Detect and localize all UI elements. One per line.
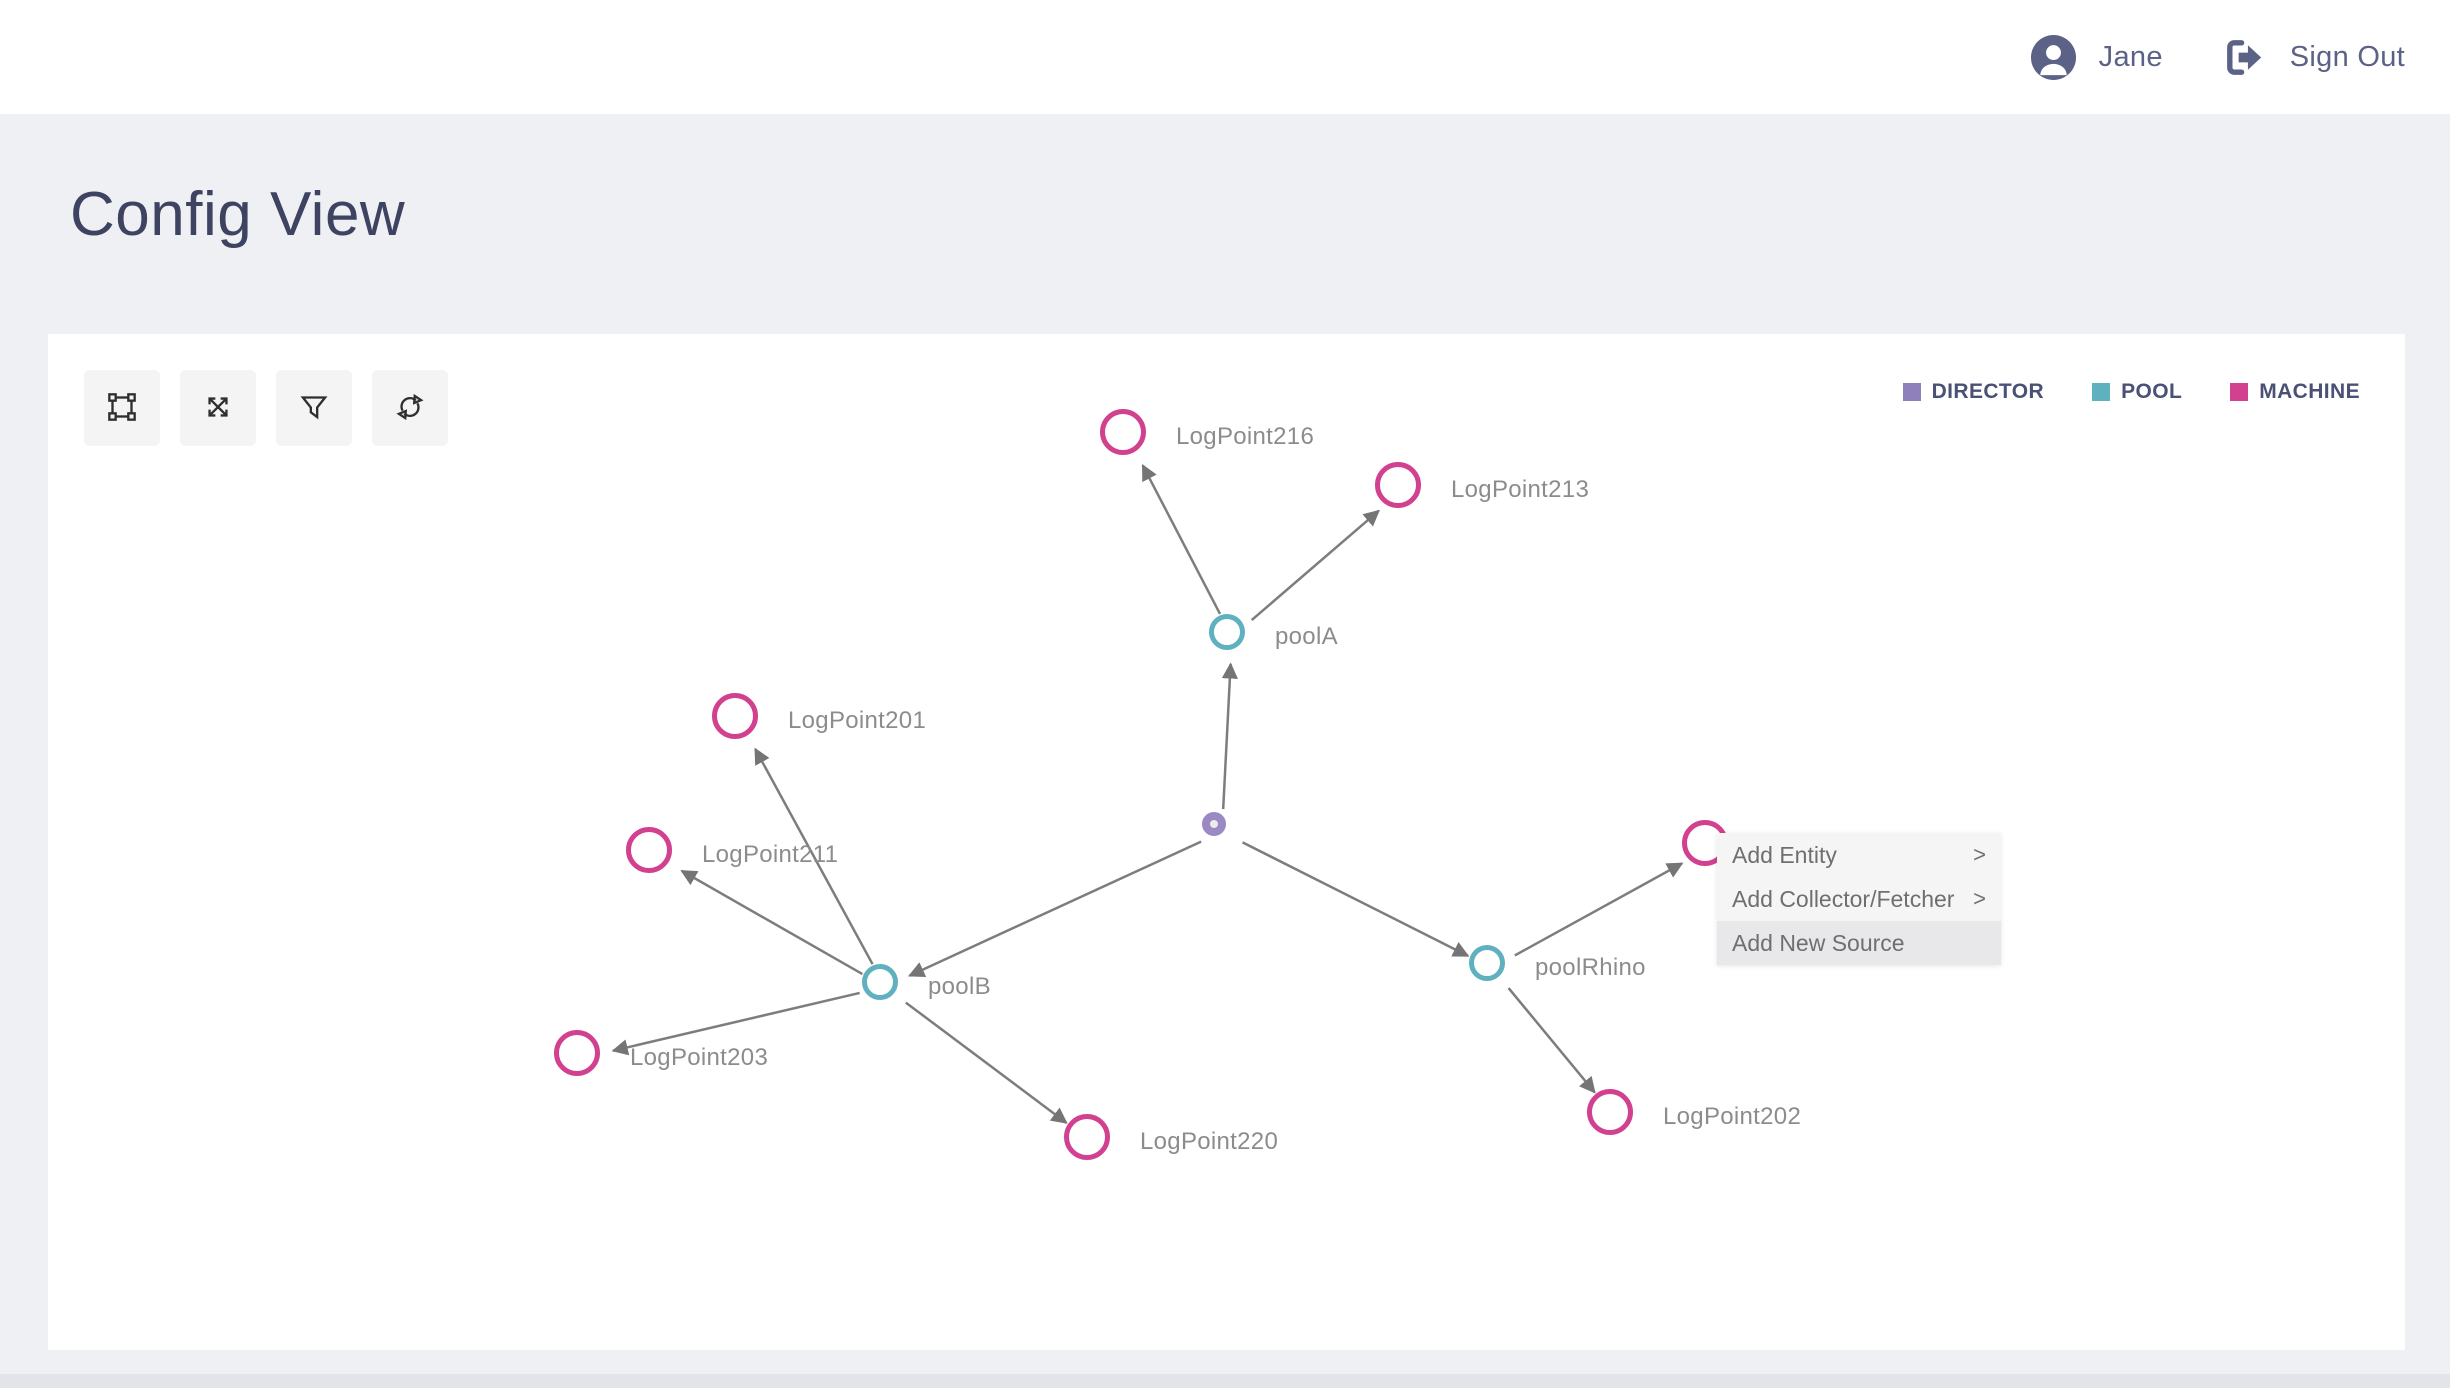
expand-arrows-button[interactable] bbox=[180, 370, 256, 446]
legend-label: DIRECTOR bbox=[1931, 380, 2045, 403]
sign-out-label: Sign Out bbox=[2289, 40, 2405, 73]
graph-node-LogPoint220[interactable] bbox=[1064, 1114, 1110, 1160]
selection-box-button[interactable] bbox=[84, 370, 160, 446]
submenu-arrow-icon: > bbox=[1973, 886, 1986, 911]
context-menu-item-label: Add New Source bbox=[1732, 929, 1905, 956]
graph-node-poolRhino[interactable] bbox=[1469, 945, 1505, 981]
app-header: Jane Sign Out bbox=[0, 0, 2450, 114]
legend-swatch bbox=[2230, 383, 2249, 401]
graph-edge-poolB-LogPoint201 bbox=[754, 747, 874, 965]
graph-edge-poolRhino-newMachine bbox=[1514, 862, 1684, 957]
graph-node-label-LogPoint211: LogPoint211 bbox=[702, 841, 839, 868]
graph-edge-director-poolRhino bbox=[1241, 841, 1470, 957]
filter-icon bbox=[295, 388, 333, 429]
graph-node-LogPoint216[interactable] bbox=[1100, 409, 1146, 455]
graph-edge-poolA-LogPoint216 bbox=[1141, 463, 1222, 615]
context-menu-item-add-collector-fetcher[interactable]: Add Collector/Fetcher > bbox=[1717, 877, 2001, 921]
graph-edges bbox=[611, 463, 1684, 1124]
legend-item-director: DIRECTOR bbox=[1902, 380, 2045, 404]
graph-edge-director-poolB bbox=[908, 840, 1202, 977]
graph-node-label-poolB: poolB bbox=[928, 973, 991, 1000]
expand-arrows-icon bbox=[199, 388, 237, 429]
graph-edge-poolB-LogPoint203 bbox=[611, 991, 860, 1056]
graph-edge-director-poolA bbox=[1221, 662, 1238, 810]
graph-node-LogPoint203[interactable] bbox=[554, 1030, 600, 1076]
graph-edge-poolB-LogPoint211 bbox=[680, 869, 864, 976]
graph-node-label-LogPoint213: LogPoint213 bbox=[1451, 476, 1590, 503]
graph-node-label-poolA: poolA bbox=[1275, 623, 1338, 650]
graph-legend: DIRECTOR POOL MACHINE bbox=[1902, 380, 2360, 404]
graph-node-LogPoint202[interactable] bbox=[1587, 1089, 1633, 1135]
submenu-arrow-icon: > bbox=[1973, 842, 1986, 867]
filter-button[interactable] bbox=[276, 370, 352, 446]
graph-edge-poolB-LogPoint220 bbox=[905, 1001, 1068, 1124]
graph-node-label-poolRhino: poolRhino bbox=[1535, 954, 1646, 981]
legend-swatch bbox=[1902, 383, 1921, 401]
context-menu: Add Entity > Add Collector/Fetcher > Add New… bbox=[1717, 833, 2001, 965]
graph-node-LogPoint211[interactable] bbox=[626, 827, 672, 873]
graph-node-label-LogPoint216: LogPoint216 bbox=[1176, 423, 1315, 450]
sign-out-icon bbox=[2221, 34, 2268, 81]
graph-node-label-LogPoint202: LogPoint202 bbox=[1663, 1103, 1802, 1130]
graph-node-label-LogPoint220: LogPoint220 bbox=[1140, 1128, 1279, 1155]
refresh-icon bbox=[391, 388, 429, 429]
context-menu-item-add-new-source[interactable]: Add New Source bbox=[1717, 921, 2001, 965]
graph-toolbar bbox=[84, 370, 448, 446]
user-name-label: Jane bbox=[2098, 40, 2163, 73]
graph-edge-poolRhino-LogPoint202 bbox=[1507, 987, 1596, 1094]
refresh-button[interactable] bbox=[372, 370, 448, 446]
graph-node-LogPoint201[interactable] bbox=[712, 693, 758, 739]
legend-item-machine: MACHINE bbox=[2230, 380, 2360, 404]
selection-box-icon bbox=[103, 388, 141, 429]
context-menu-item-label: Add Collector/Fetcher bbox=[1732, 885, 1955, 912]
legend-item-pool: POOL bbox=[2092, 380, 2182, 404]
context-menu-item-label: Add Entity bbox=[1732, 841, 1837, 868]
user-menu[interactable]: Jane bbox=[2030, 34, 2163, 81]
user-avatar-icon bbox=[2030, 34, 2077, 81]
sign-out-button[interactable]: Sign Out bbox=[2221, 34, 2405, 81]
legend-swatch bbox=[2092, 383, 2111, 401]
page-title: Config View bbox=[70, 180, 406, 249]
context-menu-item-add-entity[interactable]: Add Entity > bbox=[1717, 833, 2001, 877]
graph-node-label-LogPoint201: LogPoint201 bbox=[788, 707, 927, 734]
legend-label: POOL bbox=[2121, 380, 2183, 403]
graph-node-poolB[interactable] bbox=[862, 964, 898, 1000]
graph-node-director[interactable] bbox=[1202, 812, 1226, 836]
graph-edge-poolA-LogPoint213 bbox=[1250, 509, 1380, 621]
legend-label: MACHINE bbox=[2259, 380, 2360, 403]
bottom-strip bbox=[0, 1374, 2450, 1388]
graph-node-LogPoint213[interactable] bbox=[1375, 462, 1421, 508]
graph-node-label-LogPoint203: LogPoint203 bbox=[630, 1044, 769, 1071]
graph-node-poolA[interactable] bbox=[1209, 614, 1245, 650]
